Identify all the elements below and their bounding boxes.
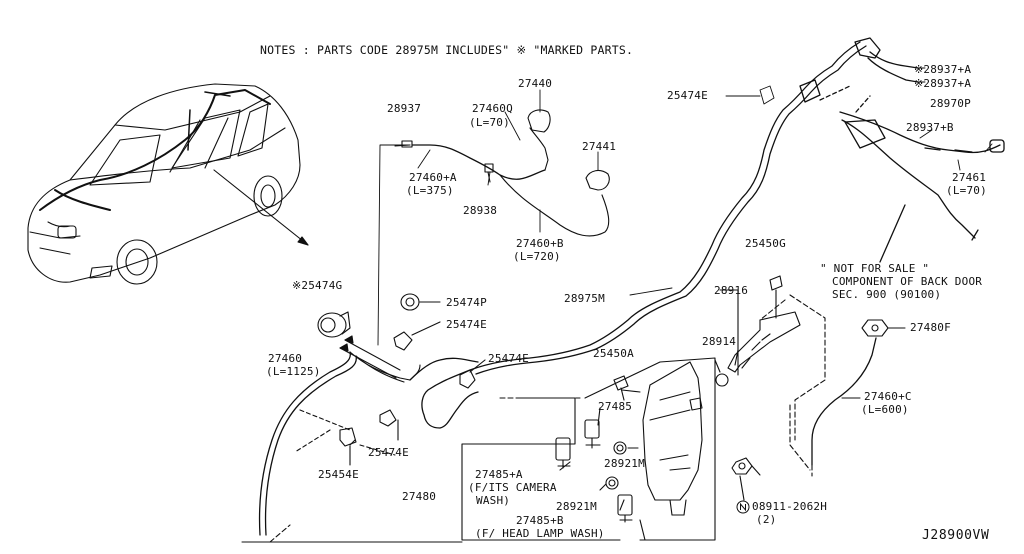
label-08911-quantity: (2) — [756, 513, 777, 526]
label-08911: 08911-2062H — [752, 500, 828, 513]
label-25474e-low: 25474E — [368, 446, 409, 459]
label-27441: 27441 — [582, 140, 617, 153]
left-hoses — [258, 293, 486, 536]
label-28937-b: 28937+B — [906, 121, 954, 134]
label-28937: 28937 — [387, 102, 422, 115]
label-25474p: 25474P — [446, 296, 487, 309]
not-for-sale-line-3: SEC. 900 (90100) — [832, 288, 942, 301]
label-27460-a-length: (L=375) — [406, 184, 454, 197]
label-leaders — [377, 67, 993, 346]
label-28914: 28914 — [702, 335, 737, 348]
notes-text: NOTES : PARTS CODE 28975M INCLUDES" ※ "M… — [260, 43, 634, 57]
label-28937-a-2: ※28937+A — [914, 77, 972, 90]
label-25454e: 25454E — [318, 468, 359, 481]
main-hose-routing — [421, 37, 1005, 429]
vehicle-illustration — [27, 83, 309, 285]
label-28938: 28938 — [463, 204, 498, 217]
label-27485-a-desc-2: WASH) — [476, 494, 511, 507]
label-27460q: 27460Q — [472, 102, 513, 115]
label-27480f: 27480F — [910, 321, 951, 334]
not-for-sale-line-1: " NOT FOR SALE " — [820, 262, 930, 275]
label-27460: 27460 — [268, 352, 303, 365]
label-28975m: 28975M — [564, 292, 605, 305]
washer-tank-assembly — [241, 357, 761, 543]
label-25450a: 25450A — [593, 347, 634, 360]
label-27460-b-length: (L=720) — [513, 250, 561, 263]
label-27460-length: (L=1125) — [266, 365, 321, 378]
label-27460-b: 27460+B — [516, 237, 564, 250]
label-27485: 27485 — [598, 400, 633, 413]
back-door-hose — [789, 319, 906, 477]
label-27480: 27480 — [402, 490, 437, 503]
label-28916: 28916 — [714, 284, 749, 297]
label-27460-c-length: (L=600) — [861, 403, 909, 416]
label-27460-c: 27460+C — [864, 390, 912, 403]
label-27485-a-desc-1: (F/ITS CAMERA — [468, 481, 557, 494]
filler-neck-assembly — [714, 275, 826, 441]
label-25450g: 25450G — [745, 237, 786, 250]
label-27485-b-desc: (F/ HEAD LAMP WASH) — [475, 527, 605, 540]
label-27485-b: 27485+B — [516, 514, 564, 527]
label-27461: 27461 — [952, 171, 987, 184]
label-25474e-center: 25474E — [488, 352, 529, 365]
label-27485-a: 27485+A — [475, 468, 523, 481]
label-27440: 27440 — [518, 77, 553, 90]
label-25474e-top: 25474E — [667, 89, 708, 102]
n-circle-icon — [736, 500, 750, 517]
label-28921m-1: 28921M — [604, 457, 645, 470]
label-28921m-2: 28921M — [556, 500, 597, 513]
label-27460-a: 27460+A — [409, 171, 457, 184]
label-27461-length: (L=70) — [946, 184, 987, 197]
figure-code: J28900VW — [922, 528, 990, 543]
label-28937-a-1: ※28937+A — [914, 63, 972, 76]
label-28970p: 28970P — [930, 97, 971, 110]
not-for-sale-line-2: COMPONENT OF BACK DOOR — [832, 275, 983, 288]
upper-hoses — [394, 109, 610, 237]
label-27460q-length: (L=70) — [469, 116, 510, 129]
label-25474e-mid: 25474E — [446, 318, 487, 331]
label-25474g: ※25474G — [292, 279, 343, 292]
